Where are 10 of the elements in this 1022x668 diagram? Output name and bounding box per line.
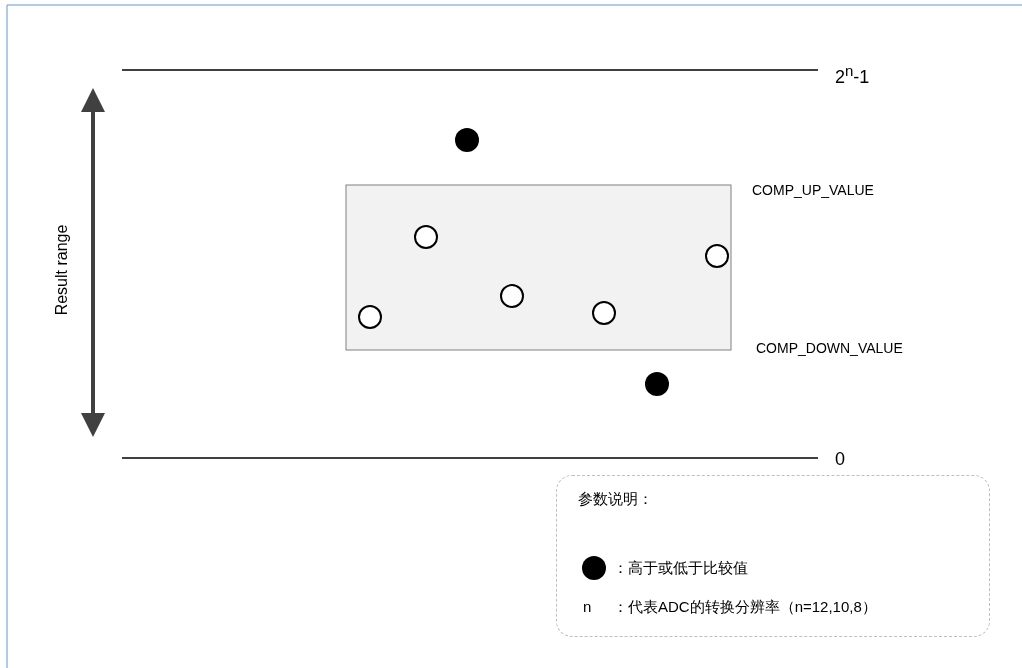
legend-panel xyxy=(556,475,990,637)
axis-value: 2$^{n}$-1 xyxy=(835,61,870,88)
threshold-label: COMP_DOWN_VALUE xyxy=(756,339,903,357)
legend-title: 参数说明： xyxy=(578,490,653,508)
axis-value: 0 xyxy=(835,448,845,470)
legend-text: ：高于或低于比较值 xyxy=(613,559,748,577)
legend-text: ：代表ADC的转换分辨率（n=12,10,8） xyxy=(613,598,877,616)
threshold-label: COMP_UP_VALUE xyxy=(752,181,874,199)
axis-title: Result range xyxy=(51,224,71,316)
legend-symbol: n xyxy=(583,598,592,616)
